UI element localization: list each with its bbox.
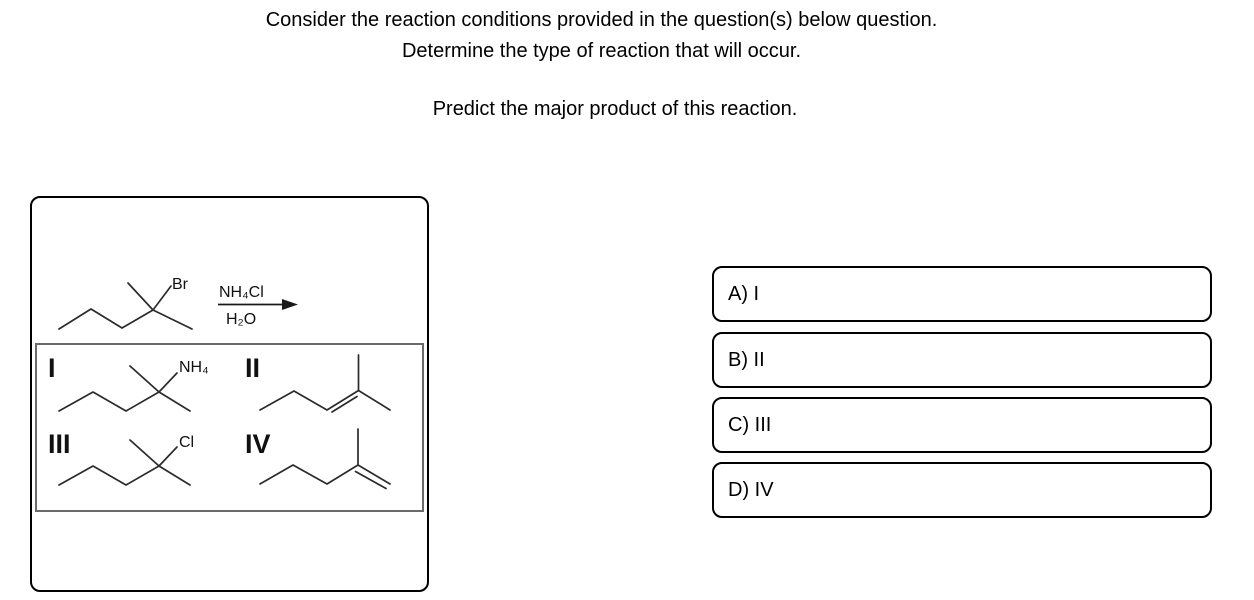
product-iv-double-bond-line <box>354 470 387 490</box>
reactant-halide-label: Br <box>172 276 188 293</box>
product-ii-bond-lines <box>259 354 391 411</box>
product-iv-bond-lines <box>259 428 391 485</box>
answer-option-b[interactable]: B) II <box>712 332 1212 388</box>
reactant-structure-drawing <box>58 282 193 330</box>
product-iii-structure-drawing <box>58 439 191 486</box>
product-ii-structure-drawing <box>259 354 391 413</box>
product-iii-bond-lines <box>58 439 191 486</box>
product-i-bond-lines <box>58 365 191 412</box>
answer-option-c[interactable]: C) III <box>712 397 1212 453</box>
product-ii-double-bond-line <box>331 395 358 413</box>
product-iii-group-label: Cl <box>179 434 195 451</box>
question-header: Consider the reaction conditions provide… <box>0 5 1203 67</box>
reaction-scheme-panel: Br NH₄Cl H₂O I NH₄ II III Cl IV <box>30 196 429 592</box>
product-ii-numeral: II <box>245 353 261 383</box>
header-line-2: Determine the type of reaction that will… <box>401 40 802 62</box>
reagent-below-arrow: H₂O <box>226 311 257 328</box>
reaction-arrow-icon <box>218 299 298 310</box>
header-line-1: Consider the reaction conditions provide… <box>265 9 938 31</box>
product-i-group-label: NH₄ <box>179 359 209 376</box>
question-text: Predict the major product of this reacti… <box>432 98 798 120</box>
product-iii-numeral: III <box>48 429 71 459</box>
answer-option-a[interactable]: A) I <box>712 266 1212 322</box>
answer-option-d[interactable]: D) IV <box>712 462 1212 518</box>
reagent-above-arrow: NH₄Cl <box>219 284 264 301</box>
reactant-bond-lines <box>58 282 193 330</box>
product-iv-numeral: IV <box>245 429 271 459</box>
product-i-numeral: I <box>48 353 56 383</box>
product-i-structure-drawing <box>58 365 191 412</box>
product-iv-structure-drawing <box>259 428 391 490</box>
